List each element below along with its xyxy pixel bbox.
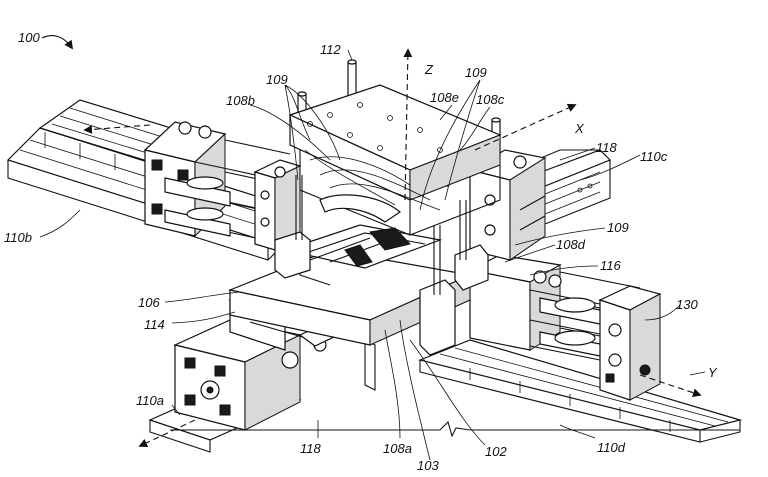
label-108c: 108c (476, 92, 505, 107)
reference-labels: 100 112 Z 109 109 108b 108e 108c X 118 1… (4, 30, 718, 473)
leader-lines (39, 35, 706, 461)
label-110b: 110b (4, 230, 32, 245)
label-100: 100 (18, 30, 40, 45)
label-110d: 110d (597, 440, 626, 455)
ground-line (170, 420, 740, 438)
label-103: 103 (417, 458, 439, 473)
label-109-left: 109 (266, 72, 288, 87)
label-110c: 110c (640, 149, 668, 164)
label-118-bottom: 118 (300, 441, 321, 456)
right-clamp-unit (468, 254, 662, 401)
label-112: 112 (320, 42, 341, 57)
label-110a: 110a (136, 393, 164, 408)
label-109-right: 109 (607, 220, 629, 235)
label-y: Y (708, 365, 718, 380)
label-118-top: 118 (596, 140, 617, 155)
label-102: 102 (485, 444, 507, 459)
upper-die-108e (288, 84, 502, 236)
rail-110d (418, 339, 743, 443)
label-108d: 108d (556, 237, 586, 252)
label-108e: 108e (430, 90, 459, 105)
axis-arrows (83, 48, 702, 447)
label-x: X (574, 121, 585, 136)
label-114: 114 (144, 317, 165, 332)
label-116: 116 (600, 258, 621, 273)
left-clamp-unit (143, 121, 302, 251)
label-130: 130 (676, 297, 698, 312)
label-108a: 108a (383, 441, 412, 456)
label-z: Z (424, 62, 434, 77)
label-108b: 108b (226, 93, 255, 108)
label-109-top: 109 (465, 65, 487, 80)
label-106: 106 (138, 295, 160, 310)
